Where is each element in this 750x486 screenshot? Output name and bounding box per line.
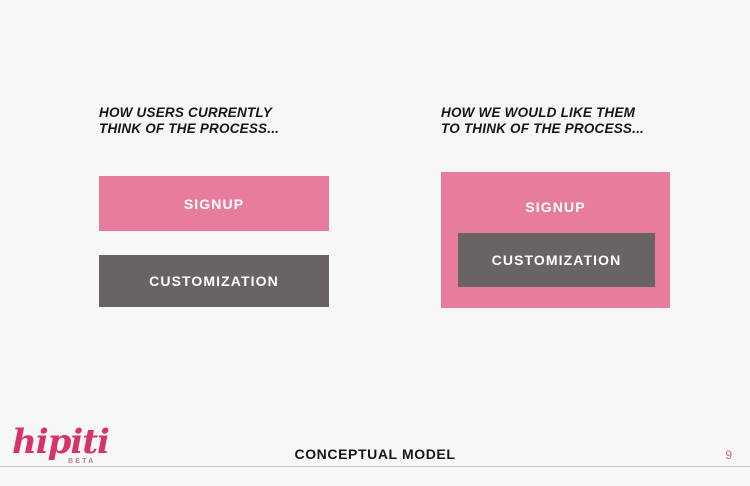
- customization-box-current: CUSTOMIZATION: [99, 255, 329, 307]
- signup-box-desired-label: SIGNUP: [525, 199, 586, 215]
- column-heading-current: HOW USERS CURRENTLY THINK OF THE PROCESS…: [99, 105, 280, 136]
- brand-tagline: BETA: [68, 458, 96, 465]
- footer-title: CONCEPTUAL MODEL: [294, 446, 456, 462]
- customization-box-desired-label: CUSTOMIZATION: [491, 252, 622, 268]
- column-heading-desired: HOW WE WOULD LIKE THEM TO THINK OF THE P…: [441, 105, 644, 136]
- footer-divider: [0, 466, 750, 467]
- customization-box-desired: CUSTOMIZATION: [458, 233, 655, 287]
- page-number: 9: [725, 448, 732, 462]
- signup-box-current: SIGNUP: [99, 176, 329, 231]
- signup-box-current-label: SIGNUP: [183, 195, 245, 212]
- customization-box-current-label: CUSTOMIZATION: [149, 273, 279, 289]
- brand-logo: hipiti BETA: [12, 425, 122, 473]
- brand-wordmark: hipiti: [12, 422, 110, 462]
